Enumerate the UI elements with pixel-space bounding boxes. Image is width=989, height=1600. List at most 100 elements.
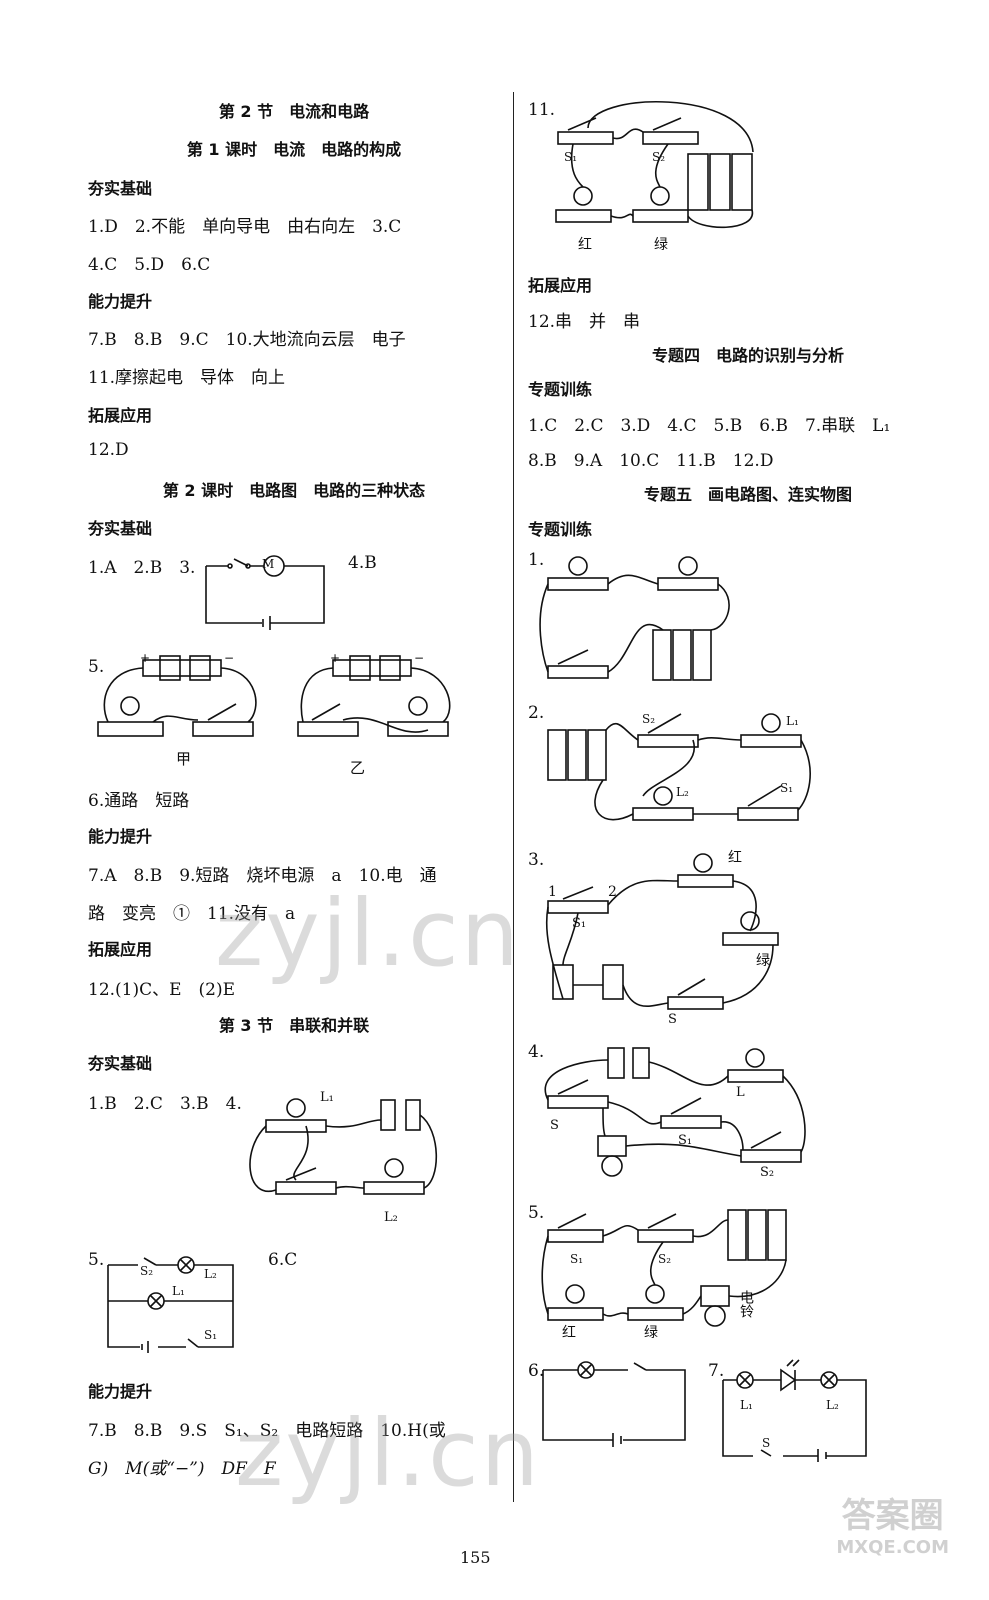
bulb-base-icon: [363, 1181, 425, 1195]
answer-line: 12.D: [88, 440, 129, 460]
physical-circuit-t5-q1: [539, 556, 730, 681]
question-number: 5.: [528, 1203, 545, 1223]
physical-circuit-t5-q4: [544, 1047, 806, 1177]
label-L2: L₂: [204, 1267, 217, 1281]
battery-icon: [262, 616, 271, 630]
answer-line: 7.B 8.B 9.S S₁、S₂ 电路短路 10.H(或: [88, 1421, 446, 1441]
question-number: 7.: [708, 1361, 725, 1381]
page-number: 155: [460, 1548, 491, 1567]
physical-circuit-q11: [555, 101, 754, 229]
heading-basics: 夯实基础: [88, 1054, 153, 1073]
heading-ability: 能力提升: [88, 292, 153, 311]
label-green: 绿: [644, 1325, 658, 1341]
schematic-t5-q6: [542, 1361, 686, 1447]
switch-icon: [562, 886, 594, 900]
answer-line: 11.摩擦起电 导体 向上: [88, 368, 286, 388]
label-S: S: [550, 1118, 559, 1133]
label-jia: 甲: [176, 750, 192, 768]
switch-base-icon: [740, 1149, 802, 1163]
label-red: 红: [562, 1325, 576, 1341]
bulb-base-icon: [387, 721, 449, 737]
switch-base-icon: [667, 996, 724, 1010]
svg-text:−: −: [224, 651, 234, 665]
label-L1: L₁: [320, 1090, 334, 1105]
switch-base-icon: [637, 734, 699, 748]
label-S1: S₁: [570, 1252, 584, 1266]
heading-basics: 夯实基础: [88, 179, 153, 198]
battery-icon: [141, 1341, 149, 1353]
answer-line: 12.串 并 串: [528, 312, 641, 332]
battery-icon: [607, 1047, 625, 1079]
label-S2: S₂: [652, 150, 666, 164]
bulb-base-icon: [727, 1069, 784, 1083]
bulb-base-icon: [97, 721, 164, 737]
answer-line: 12.(1)C、E (2)E: [88, 980, 236, 1000]
bulb-base-icon: [677, 874, 734, 888]
switch-base-icon: [547, 1095, 609, 1109]
corner-logo: 答案圈 MXQE.COM: [836, 1488, 949, 1558]
lesson-2-title: 第 2 课时 电路图 电路的三种状态: [162, 481, 426, 500]
battery-icon: [727, 1209, 747, 1261]
bulb-base-icon: [632, 807, 694, 821]
lamp-icon: [147, 1292, 165, 1310]
switch-base-icon: [642, 131, 699, 145]
bulb-icon: [286, 1098, 306, 1118]
answer-line: 1.B 2.C 3.B 4.: [88, 1094, 242, 1114]
svg-text:+: +: [330, 651, 340, 665]
lesson-1-title: 第 1 课时 电流 电路的构成: [186, 140, 402, 159]
bulb-icon: [745, 1048, 765, 1068]
bulb-icon: [565, 1284, 585, 1304]
label-L2: L₂: [384, 1210, 398, 1225]
bulb-base-icon: [265, 1119, 327, 1133]
physical-circuit-yi: +−: [297, 651, 451, 737]
answer-line: 1.C 2.C 3.D 4.C 5.B 6.B 7.串联 L₁: [528, 416, 891, 436]
bulb-base-icon: [547, 1307, 604, 1321]
heading-extension: 拓展应用: [88, 940, 153, 959]
label-S2: S₂: [642, 712, 656, 726]
terminal-2: 2: [608, 884, 617, 900]
bulb-icon: [645, 1284, 665, 1304]
question-number: 3.: [528, 850, 545, 870]
label-S: S: [762, 1436, 771, 1450]
battery-icon: [552, 964, 574, 1000]
heading-extension: 拓展应用: [528, 276, 593, 295]
corner-logo-top: 答案圈: [841, 1496, 944, 1536]
bulb-icon: [761, 713, 781, 733]
label-S: S: [668, 1012, 677, 1027]
label-L: L: [736, 1085, 745, 1100]
switch-base-icon: [737, 807, 799, 821]
label-S2: S₂: [760, 1165, 775, 1180]
switch-icon: [750, 1131, 782, 1149]
schematic-t5-q7: [722, 1359, 867, 1462]
switch-base-icon: [275, 1181, 337, 1195]
bulb-base-icon: [632, 209, 689, 223]
switch-icon: [670, 1097, 702, 1115]
answer-line: 4.C 5.D 6.C: [88, 255, 211, 275]
bulb-icon: [650, 186, 670, 206]
schematic-q5: [107, 1256, 234, 1353]
label-S2: S₂: [658, 1252, 672, 1266]
battery-icon: [817, 1449, 827, 1462]
battery-icon: [547, 729, 567, 781]
topic-5-title: 专题五 画电路图、连实物图: [643, 485, 852, 504]
label-green: 绿: [654, 237, 668, 253]
bulb-icon: [693, 853, 713, 873]
physical-circuit-t5-q2: [547, 713, 811, 821]
column-divider: [513, 92, 514, 1502]
switch-icon: [652, 117, 682, 131]
bulb-base-icon: [627, 1307, 684, 1321]
label-L2: L₂: [826, 1398, 839, 1412]
bulb-icon: [573, 186, 593, 206]
physical-circuit-t5-q5: [541, 1209, 787, 1327]
heading-training: 专题训练: [528, 380, 593, 399]
switch-base-icon: [547, 665, 609, 679]
physical-circuit-t5-q3: [545, 853, 779, 1010]
bell-icon: [700, 1285, 730, 1307]
heading-training: 专题训练: [528, 520, 593, 539]
answer-line: 7.B 8.B 9.C 10.大地流向云层 电子: [88, 330, 406, 350]
switch-base-icon: [547, 900, 609, 914]
question-number: 5.: [88, 1250, 105, 1270]
bulb-base-icon: [547, 577, 609, 591]
corner-logo-bottom: MXQE.COM: [836, 1537, 949, 1558]
section-2-title: 第 2 节 电流和电路: [218, 102, 370, 121]
